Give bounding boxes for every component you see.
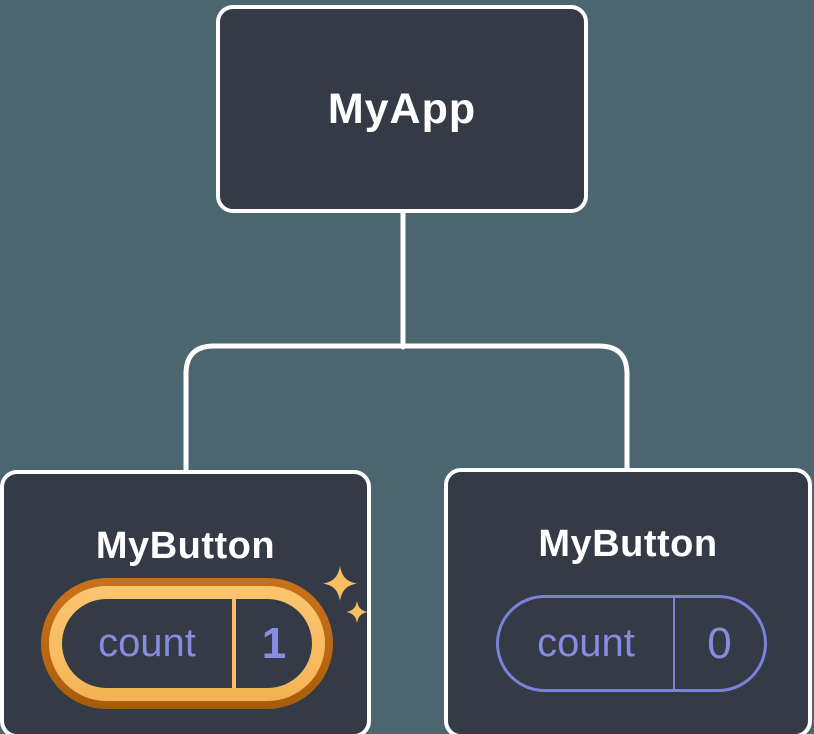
state-key-label: count bbox=[537, 621, 635, 665]
pill-divider bbox=[673, 598, 675, 689]
highlight-ring: count 1 bbox=[49, 586, 325, 701]
component-node-mybutton-1: MyButton count 1 bbox=[0, 470, 371, 734]
sparkles-icon bbox=[323, 566, 368, 623]
state-pill: count 1 bbox=[62, 599, 312, 688]
component-name: MyButton bbox=[538, 523, 718, 565]
component-node-myapp: MyApp bbox=[216, 5, 588, 213]
component-name: MyButton bbox=[95, 525, 276, 567]
state-badge-highlighted: count 1 bbox=[41, 578, 333, 709]
state-badge: count 0 bbox=[496, 595, 767, 692]
component-node-mybutton-2: MyButton count 0 bbox=[444, 468, 812, 734]
pill-divider bbox=[232, 599, 236, 688]
sparkle-small bbox=[346, 601, 368, 623]
state-key-label: count bbox=[98, 621, 196, 665]
connector-bracket bbox=[183, 343, 630, 475]
component-name: MyApp bbox=[327, 84, 477, 133]
state-value: 0 bbox=[707, 618, 732, 668]
state-value: 1 bbox=[261, 618, 287, 668]
sparkle-large bbox=[323, 566, 357, 601]
